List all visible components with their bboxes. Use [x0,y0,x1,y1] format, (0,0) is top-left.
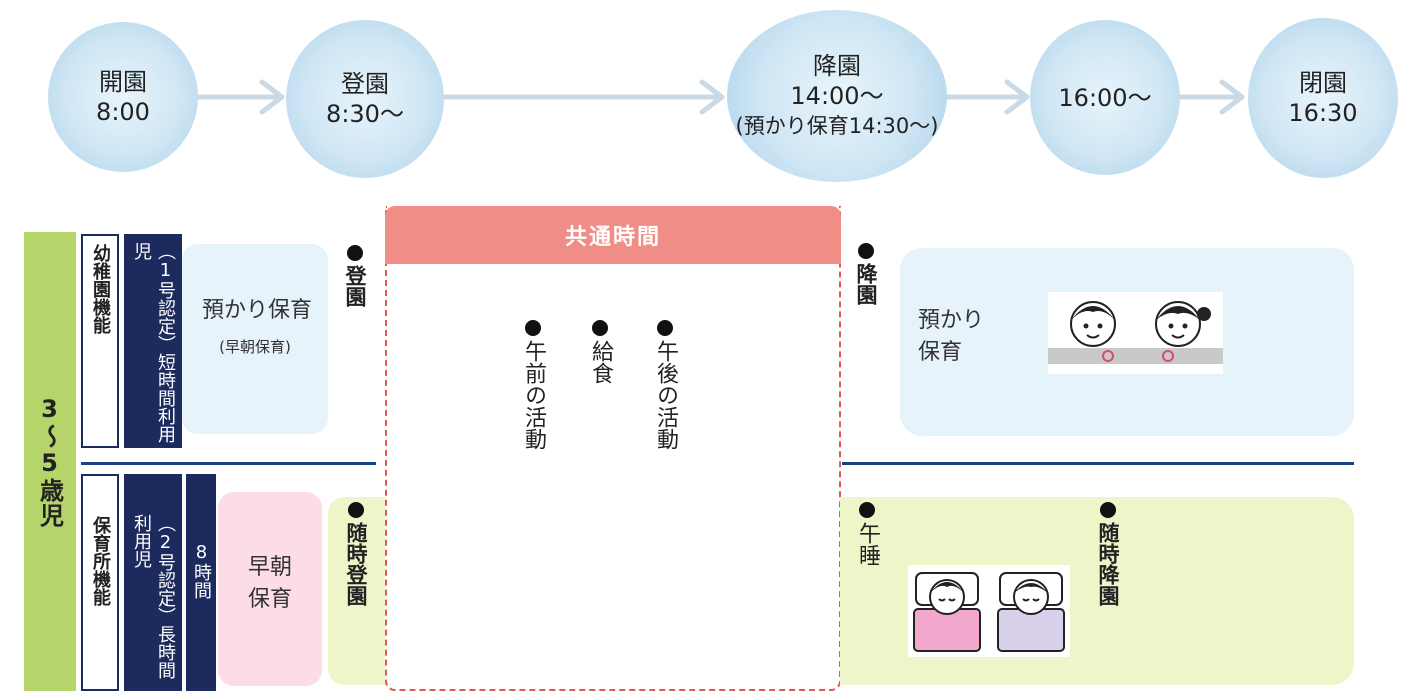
bullet-icon [592,320,608,336]
bullet-icon [1100,502,1116,518]
bubble-label: 登園 [341,70,389,98]
kindergarten-afternoon-care: 預かり 保育 [918,308,985,365]
bubble-time: 16:00〜 [1058,83,1152,112]
bubble-note: (預かり保育14:30〜) [735,114,939,138]
nursery-morning-care-panel: 早朝 保育 [218,492,322,686]
bubble-time: 8:00 [96,98,150,126]
children-napping-illustration [908,565,1070,657]
row-divider-right [842,462,1354,465]
bullet-icon [859,502,875,518]
bubble-time: 14:00〜 [790,82,884,110]
kindergarten-morning-care-panel: 預かり保育 (早朝保育) [182,244,328,434]
nursery-hours: 8時間 [186,474,216,691]
nursery-morning-care-line2: 保育 [247,587,292,612]
bullet-icon [525,320,541,336]
nursery-category: （2号認定）長時間利用児 [124,474,182,691]
bubble-label: 閉園 [1299,69,1347,97]
children-icon [1048,301,1223,364]
nap-icon [913,572,1065,652]
nursery-arrival: 随時登園 [341,502,371,606]
bubble-label: 開園 [99,68,147,96]
timeline-arrows [192,79,1245,115]
bubble-label: 降園 [813,52,861,80]
bullet-icon [657,320,673,336]
kindergarten-morning-care: 預かり保育 [202,298,313,323]
row-divider-left [81,462,376,465]
kindergarten-function-label: 幼稚園機能 [81,234,119,448]
bubble-time: 8:30〜 [326,100,404,128]
activity-lunch: 給食 [586,320,614,384]
timeline-bubble-close: 閉園 16:30 [1248,18,1398,178]
age-bar: 3〜5歳児 [24,232,76,691]
nursery-departure: 随時降園 [1093,502,1123,606]
bullet-icon [348,502,364,518]
nursery-nap: 午睡 [851,502,883,566]
nursery-arrival-panel [328,497,388,685]
timeline-bubble-open: 開園 8:00 [48,22,198,172]
kindergarten-morning-care-note: (早朝保育) [219,338,291,356]
kindergarten-category: （1号認定）短時間利用児 [124,234,182,448]
nursery-morning-care-line1: 早朝 [247,555,292,580]
timeline-bubble-departure: 降園 14:00〜 (預かり保育14:30〜) [727,10,947,182]
timeline-bubble-arrival: 登園 8:30〜 [286,20,444,178]
bullet-icon [858,243,874,259]
bullet-icon [347,245,363,261]
kindergarten-arrival: 登園 [340,245,370,307]
age-group-label: 3〜5歳児 [35,395,64,528]
kindergarten-departure: 降園 [851,243,881,305]
children-studying-illustration [1048,292,1223,374]
timeline-bubble-1600: 16:00〜 [1030,20,1180,175]
activity-morning: 午前の活動 [519,320,547,450]
common-time-block [385,206,841,691]
bubble-time: 16:30 [1288,99,1358,127]
common-time-header: 共通時間 [385,206,841,264]
nursery-function-label: 保育所機能 [81,474,119,691]
activity-afternoon: 午後の活動 [651,320,679,450]
